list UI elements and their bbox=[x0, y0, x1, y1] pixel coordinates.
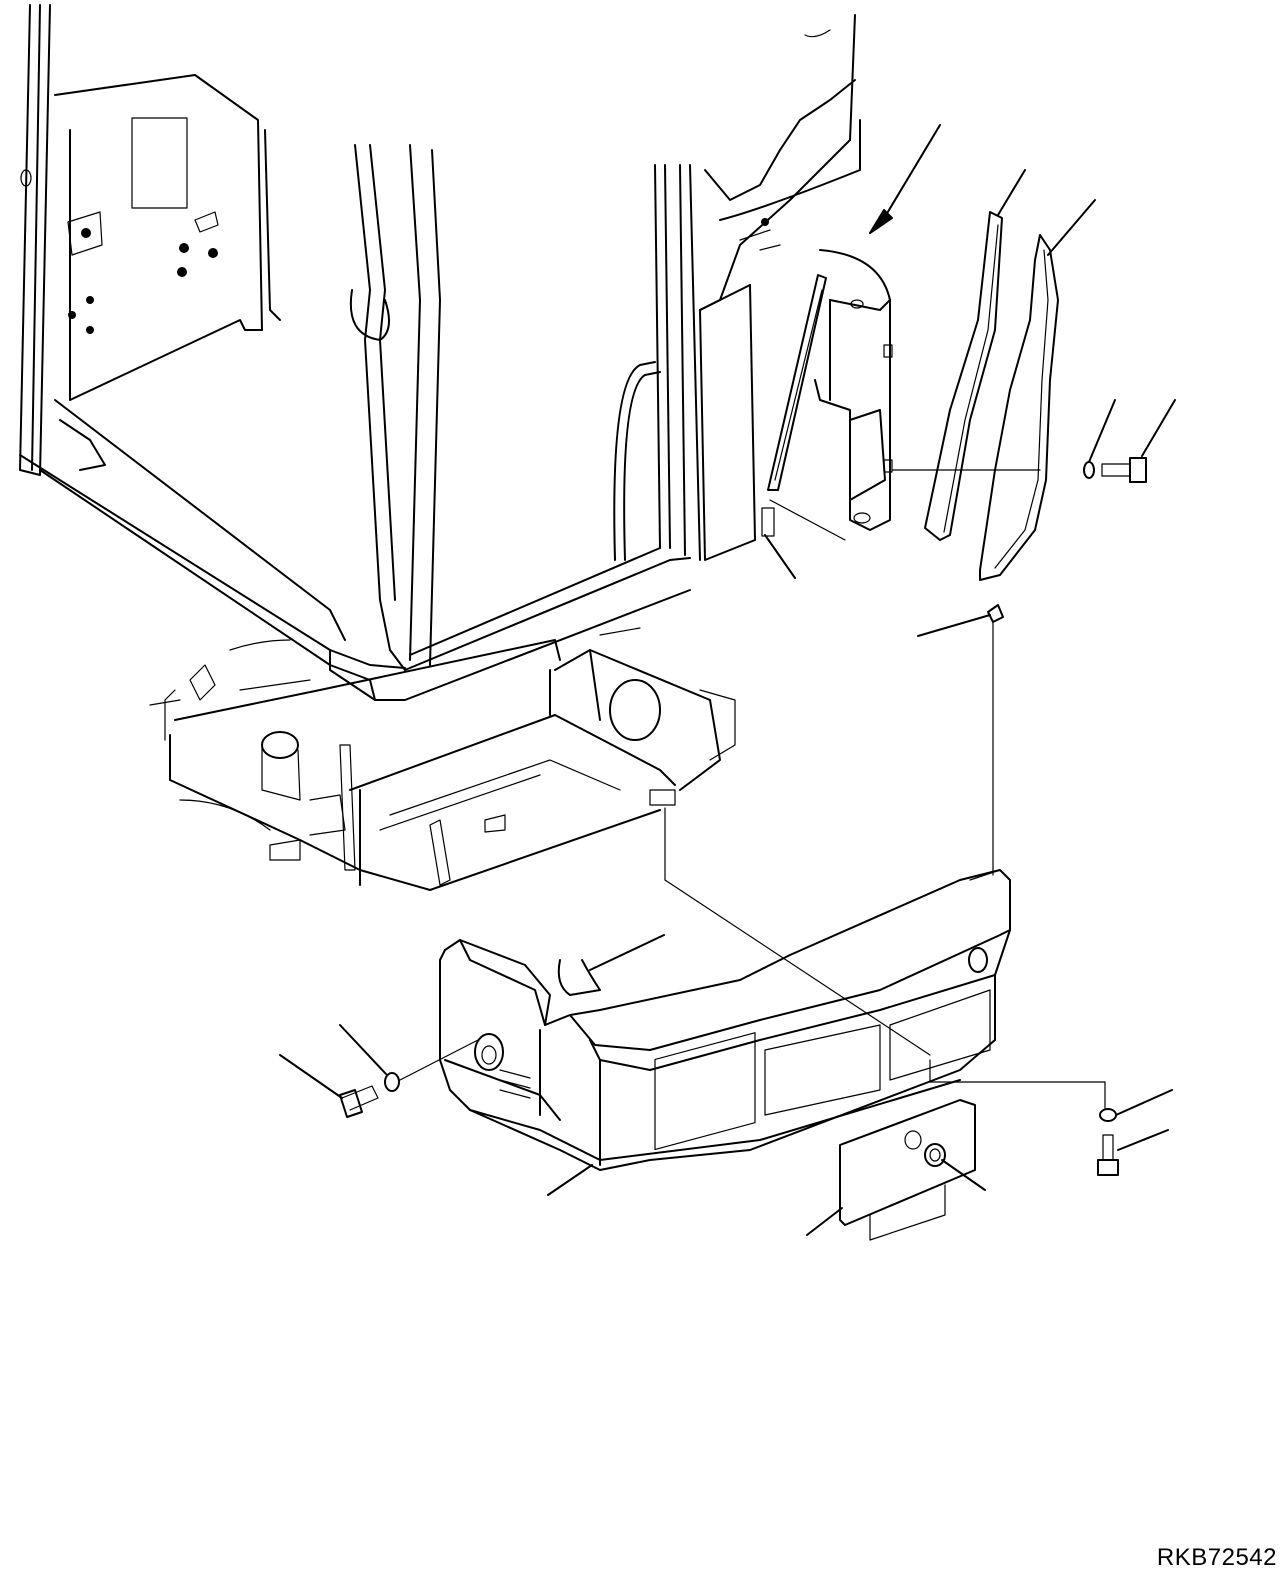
washer-right bbox=[1083, 461, 1095, 479]
cab-mount-floor bbox=[149, 627, 736, 891]
bolt-lower-right bbox=[1097, 1134, 1119, 1176]
clip bbox=[987, 604, 1004, 623]
bolt-right bbox=[1101, 457, 1147, 483]
cab-frame bbox=[19, 4, 861, 701]
washer-left bbox=[384, 1072, 400, 1092]
pillar-cover-inner bbox=[924, 211, 1003, 541]
washer-lower-right bbox=[1099, 1108, 1117, 1122]
counterweight bbox=[439, 869, 1011, 1171]
rear-support-bracket bbox=[814, 249, 893, 531]
drawing-number: RKB72542 bbox=[1156, 1544, 1277, 1571]
weatherstrip-seal bbox=[761, 274, 827, 537]
pillar-cover-outer bbox=[979, 234, 1059, 581]
cover-plate bbox=[839, 1099, 976, 1241]
leader-lines bbox=[279, 124, 1176, 1236]
bolt-left bbox=[339, 1085, 379, 1118]
